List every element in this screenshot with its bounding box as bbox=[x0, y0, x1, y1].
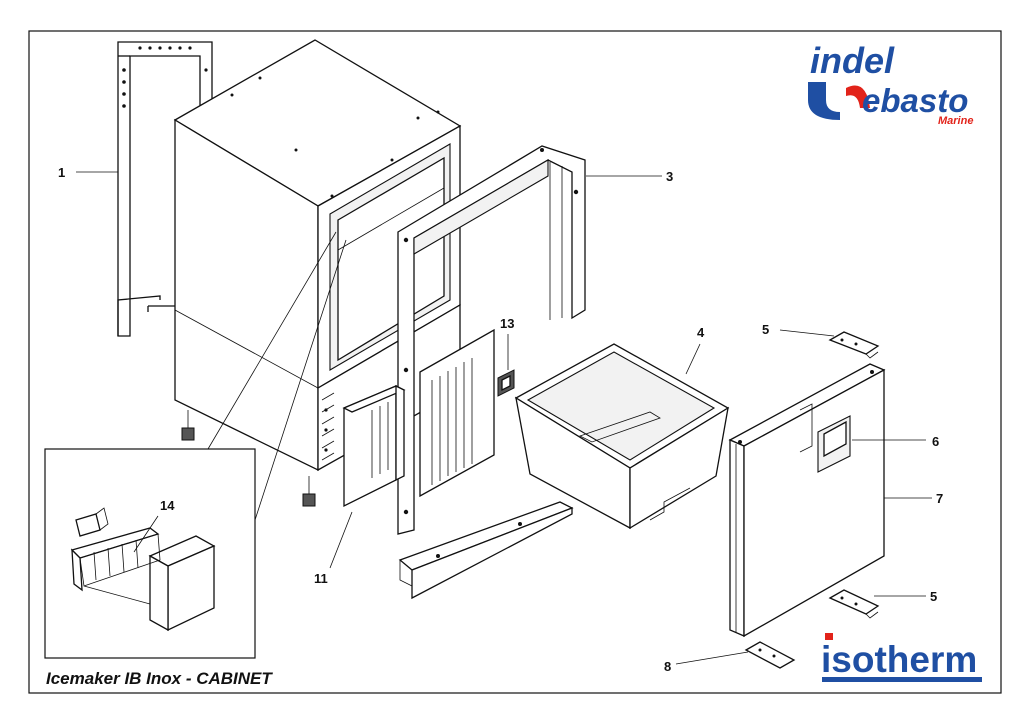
label-part-5-top: 5 bbox=[762, 322, 769, 337]
part-5-top-hinge bbox=[828, 331, 880, 359]
part-4-tub bbox=[514, 343, 730, 530]
diagram-title: Icemaker IB Inox - CABINET bbox=[46, 669, 273, 688]
part-13-switch bbox=[497, 369, 515, 397]
logo-indel-text: indel bbox=[810, 40, 895, 81]
label-part-1: 1 bbox=[58, 165, 65, 180]
label-part-4: 4 bbox=[697, 325, 705, 340]
detail-inset bbox=[44, 231, 347, 659]
part-14-icemaker-unit bbox=[70, 507, 216, 632]
part-11-louvered-cover bbox=[342, 328, 495, 508]
label-part-11: 11 bbox=[314, 571, 328, 586]
logo-isotherm-text: isotherm bbox=[821, 639, 977, 680]
label-part-8: 8 bbox=[664, 659, 671, 674]
part-7-door-panel bbox=[728, 363, 886, 638]
part-3-door-frame bbox=[397, 145, 586, 535]
label-part-7: 7 bbox=[936, 491, 943, 506]
logo-marine-text: Marine bbox=[938, 115, 973, 127]
leader-lines bbox=[76, 171, 932, 665]
label-part-5-bottom: 5 bbox=[930, 589, 937, 604]
part-5-bottom-hinge bbox=[828, 589, 880, 619]
logo-webasto-text: ebasto bbox=[862, 82, 968, 119]
label-part-3: 3 bbox=[666, 169, 673, 184]
isotherm-logo: isotherm bbox=[821, 633, 982, 682]
cabinet-body bbox=[173, 39, 462, 507]
indel-webasto-marine-logo: indel ebasto Marine bbox=[808, 40, 973, 127]
webasto-w-mark-icon bbox=[808, 82, 840, 120]
label-part-14: 14 bbox=[160, 498, 175, 513]
label-part-13: 13 bbox=[500, 316, 514, 331]
label-part-6: 6 bbox=[932, 434, 939, 449]
base-rail bbox=[398, 501, 574, 600]
diagram-border bbox=[28, 30, 1002, 694]
part-8-hinge-plate bbox=[744, 641, 796, 669]
